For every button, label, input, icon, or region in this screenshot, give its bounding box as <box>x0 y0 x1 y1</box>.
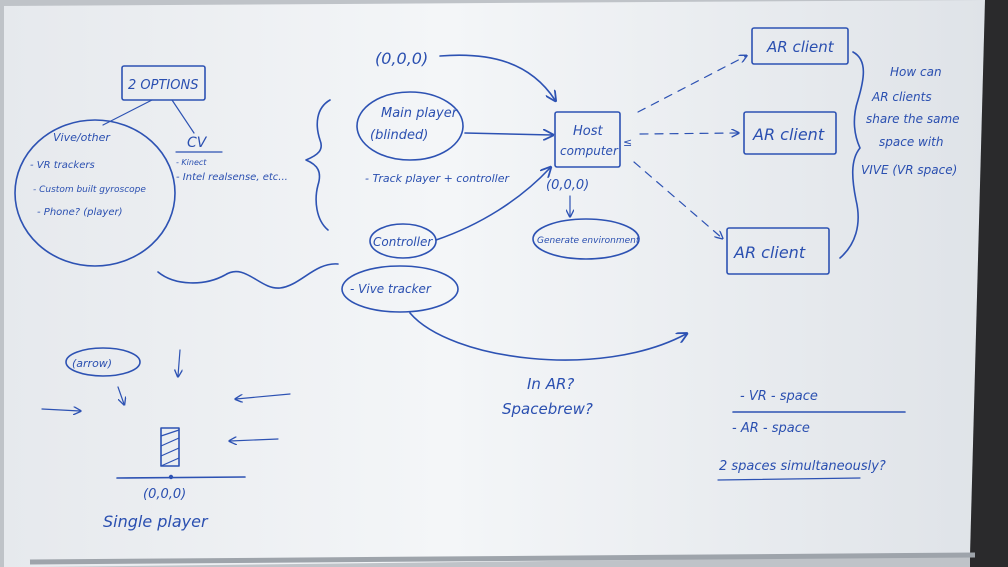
vive-tracker-circle <box>341 265 459 313</box>
right-arrow-icon <box>41 409 80 411</box>
cv-heading: CV <box>187 135 208 151</box>
both-spaces-label: 2 spaces simultaneously? <box>719 459 886 474</box>
host-origin: (0,0,0) <box>546 178 589 193</box>
vr-space-label: - VR - space <box>740 389 818 404</box>
origin-top: (0,0,0) <box>375 49 428 68</box>
host-group: (0,0,0) Main player (blinded) - Track pl… <box>157 49 686 418</box>
ar-space-label: - AR - space <box>732 421 810 436</box>
vive-tracker-label: - Vive tracker <box>350 282 432 296</box>
brace-left <box>305 99 331 231</box>
options-group: 2 OPTIONS Vive/other - VR trackers - Cus… <box>14 65 331 267</box>
host-line2: computer <box>560 144 619 158</box>
cv-item: - Intel realsense, etc... <box>176 172 288 183</box>
ar-client-box <box>726 227 830 275</box>
origin-dot <box>168 474 174 480</box>
ar-client-label: AR client <box>752 125 825 144</box>
host-ports-icon: ≤ <box>623 136 632 149</box>
brace-right <box>839 51 865 259</box>
ar-client-box <box>743 111 837 155</box>
in-ar-line2: Spacebrew? <box>502 400 593 418</box>
frame-bottom-tray <box>29 552 976 565</box>
in-ar-line1: In AR? <box>527 375 574 393</box>
left-arrow-icon <box>236 393 291 399</box>
down-arrow-icon <box>117 386 124 404</box>
left-arrow-icon <box>230 439 279 441</box>
vive-item: - Phone? (player) <box>37 207 123 218</box>
ar-client-box <box>751 27 849 65</box>
both-spaces-underline <box>717 477 861 481</box>
ar-clients-group: AR client AR client AR client How can AR… <box>633 27 960 275</box>
question-line: VIVE (VR space) <box>861 163 957 177</box>
vive-item: - VR trackers <box>30 160 95 171</box>
squiggle-line <box>157 263 339 289</box>
host-to-ar3-arrow <box>633 161 722 238</box>
generate-env-circle <box>532 218 640 260</box>
single-player-label: Single player <box>103 512 209 531</box>
ar-client-label: AR client <box>733 243 806 262</box>
main-player-line1: Main player <box>381 106 459 121</box>
floor-line <box>116 476 246 479</box>
player-figure-icon <box>160 427 180 467</box>
single-origin: (0,0,0) <box>143 487 186 502</box>
host-box <box>554 111 621 168</box>
host-to-ar2-arrow <box>639 133 738 134</box>
host-to-ar1-arrow <box>637 56 746 113</box>
main-player-circle <box>356 91 464 161</box>
down-arrow-icon <box>178 349 180 376</box>
question-line: AR clients <box>871 90 932 104</box>
vive-heading: Vive/other <box>53 131 111 144</box>
options-to-cv-line <box>171 99 195 134</box>
question-line: share the same <box>866 112 960 126</box>
options-box <box>121 65 206 101</box>
vive-circle <box>14 119 176 267</box>
host-line1: Host <box>573 124 604 139</box>
spaces-group: - VR - space - AR - space 2 spaces simul… <box>717 389 906 481</box>
options-label: 2 OPTIONS <box>128 78 198 93</box>
controller-label: Controller <box>373 235 433 249</box>
generate-env-label: Generate environment <box>537 236 640 246</box>
main-player-line2: (blinded) <box>370 128 428 143</box>
player-figure-hatching <box>160 429 180 467</box>
frame-right-edge <box>970 0 1008 567</box>
arrow-note: (arrow) <box>72 357 112 370</box>
ar-client-label: AR client <box>766 38 835 56</box>
vive-item: - Custom built gyroscope <box>33 185 146 195</box>
board-surface <box>4 0 985 567</box>
single-player-group: (arrow) (0,0,0) Single player <box>41 347 291 531</box>
question-line: space with <box>879 135 943 149</box>
arrow-note-circle <box>65 347 141 377</box>
cv-item: - Kinect <box>176 158 207 167</box>
controller-to-host-arrow <box>435 168 550 241</box>
controller-circle <box>369 223 437 259</box>
tracker-to-ar-arrow <box>409 312 686 361</box>
origin-to-host-arrow <box>439 54 555 100</box>
player-to-host-arrow <box>464 133 552 135</box>
track-note: - Track player + controller <box>365 172 510 185</box>
question-line: How can <box>890 65 942 79</box>
